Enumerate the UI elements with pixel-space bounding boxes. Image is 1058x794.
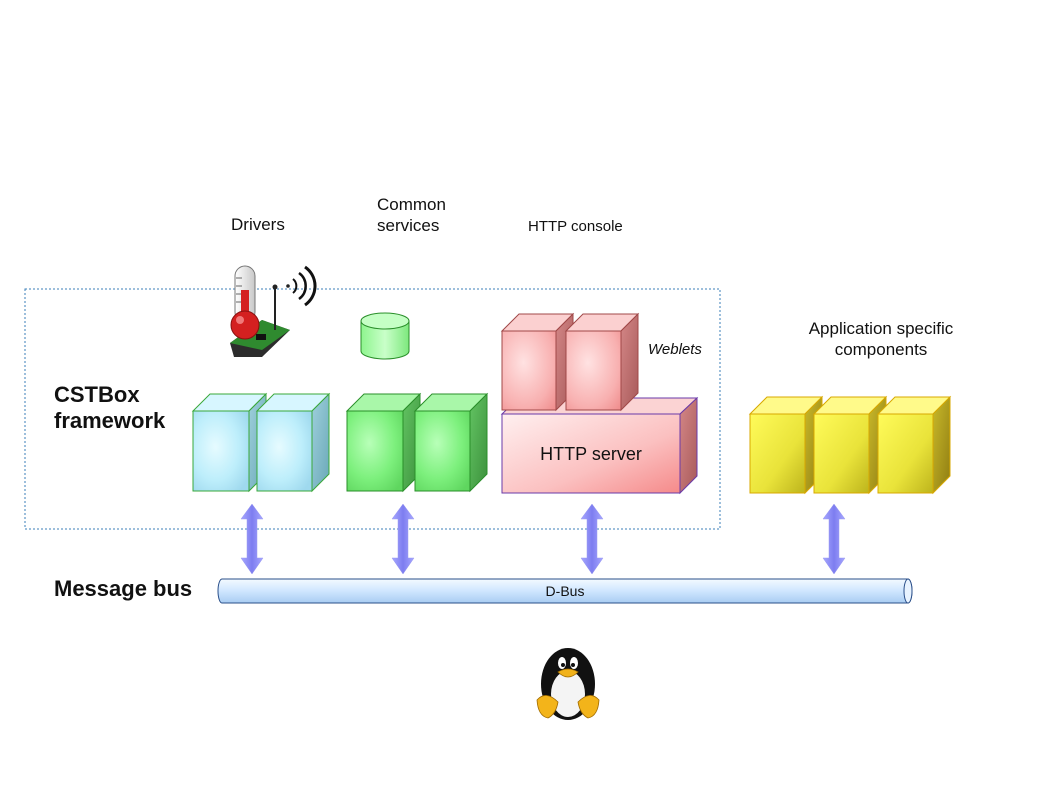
framework-label: CSTBox framework (54, 382, 166, 433)
linux-tux-icon (536, 648, 600, 720)
weblet-cube-1 (500, 312, 575, 412)
arrow-services (391, 503, 415, 575)
driver-cube-2 (255, 392, 331, 493)
service-cube-2 (413, 392, 489, 493)
app-cube-3 (876, 395, 952, 495)
http-server-label: HTTP server (540, 444, 642, 464)
drivers-label: Drivers (231, 215, 285, 234)
arrow-console (580, 503, 604, 575)
framework-boundary (24, 288, 721, 530)
message-bus-pipe (217, 578, 913, 604)
thermometer-sensor-icon (230, 265, 317, 357)
service-cube-1 (345, 392, 422, 493)
message-bus-label: Message bus (54, 576, 193, 601)
weblets-label: Weblets (648, 341, 702, 358)
arrow-app (822, 503, 846, 575)
app-cube-1 (748, 395, 824, 495)
http-console-label: HTTP console (528, 218, 623, 235)
database-cylinder-icon (360, 312, 410, 360)
app-specific-label: Application specific components (808, 319, 954, 359)
weblet-cube-2 (564, 312, 640, 412)
app-cube-2 (812, 395, 888, 495)
driver-cube-1 (191, 392, 268, 493)
arrow-drivers (240, 503, 264, 575)
dbus-label: D-Bus (545, 583, 585, 599)
common-services-label: Common services (377, 195, 446, 235)
